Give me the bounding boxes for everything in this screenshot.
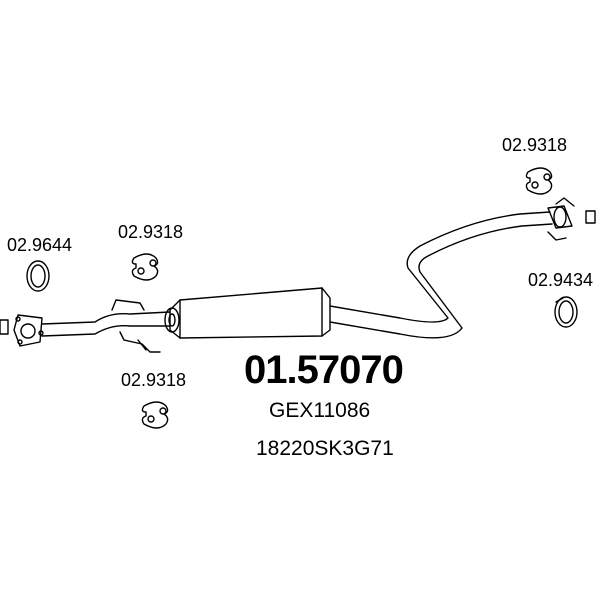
rubber-hanger-icon xyxy=(132,254,157,280)
clamp-ring-icon xyxy=(555,297,577,327)
gasket-ring-icon xyxy=(27,261,49,291)
oem-reference: 18220SK3G71 xyxy=(256,437,394,460)
callout-hanger-top-right: 02.9318 xyxy=(502,135,568,155)
muffler-body xyxy=(165,288,330,338)
flange-stub-icon xyxy=(0,320,8,334)
callout-hanger-bottom-left: 02.9318 xyxy=(121,370,187,390)
tail-pipe xyxy=(548,198,574,240)
rubber-hanger-icon xyxy=(142,402,167,428)
part-number: 01.57070 xyxy=(244,348,404,392)
front-flange-icon xyxy=(14,315,43,346)
oem-reference: GEX11086 xyxy=(269,399,371,422)
rear-pipe xyxy=(330,212,552,338)
rubber-hanger-icon xyxy=(526,168,551,194)
front-pipe xyxy=(42,300,170,352)
callout-gasket-front: 02.9644 xyxy=(7,235,73,255)
tail-stub-icon xyxy=(586,211,595,223)
callout-ring-right: 02.9434 xyxy=(528,270,594,290)
callout-hanger-top-left: 02.9318 xyxy=(118,222,184,242)
